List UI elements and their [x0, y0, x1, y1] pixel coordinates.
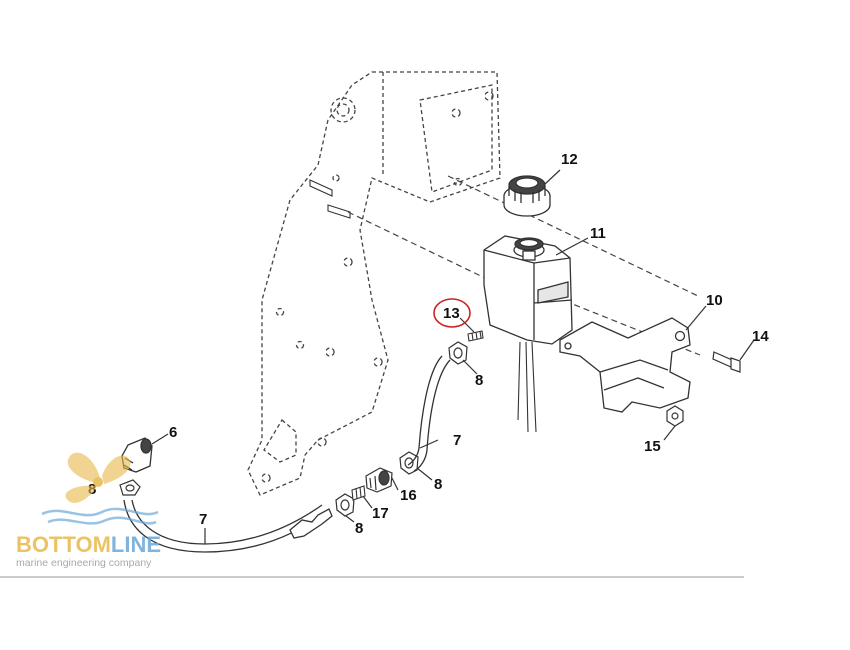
small-fitting: [351, 485, 366, 501]
callout-8-middle: 8: [434, 476, 442, 493]
hose-connector: [365, 467, 393, 493]
logo-tagline: marine engineering company: [16, 557, 152, 569]
leader-lines: [151, 169, 755, 544]
callout-14: 14: [752, 328, 769, 345]
reservoir: [483, 235, 573, 433]
callout-11: 11: [590, 225, 606, 242]
callout-10: 10: [706, 292, 723, 309]
logo-name-part1: BOTTOM: [16, 532, 111, 557]
callout-16: 16: [400, 487, 417, 504]
hose-fitting: [467, 330, 484, 342]
logo-name-part2: LINE: [111, 532, 161, 557]
reservoir-bracket: [559, 317, 691, 413]
hose-upper: [407, 355, 451, 472]
plate-studs: [309, 179, 351, 219]
reservoir-cap: [503, 175, 551, 217]
callout-7-upper: 7: [453, 432, 461, 449]
callout-12: 12: [561, 151, 578, 168]
bolt: [712, 351, 741, 373]
nut: [666, 405, 684, 427]
callout-13: 13: [443, 305, 460, 322]
wave-icon: [41, 507, 159, 525]
callout-8-upper: 8: [475, 372, 483, 389]
callout-8-lower: 8: [355, 520, 363, 537]
propeller-icon: [65, 452, 131, 503]
highlight-circle: [433, 298, 471, 328]
callout-6: 6: [169, 424, 177, 441]
callout-17: 17: [372, 505, 389, 522]
hose-clamps: [119, 341, 468, 517]
mounting-plate: [247, 71, 501, 496]
logo-name: BOTTOMLINE: [16, 532, 161, 557]
callout-15: 15: [644, 438, 661, 455]
callout-7-lower: 7: [199, 511, 207, 528]
company-logo: BOTTOMLINE marine engineering company: [16, 452, 161, 569]
